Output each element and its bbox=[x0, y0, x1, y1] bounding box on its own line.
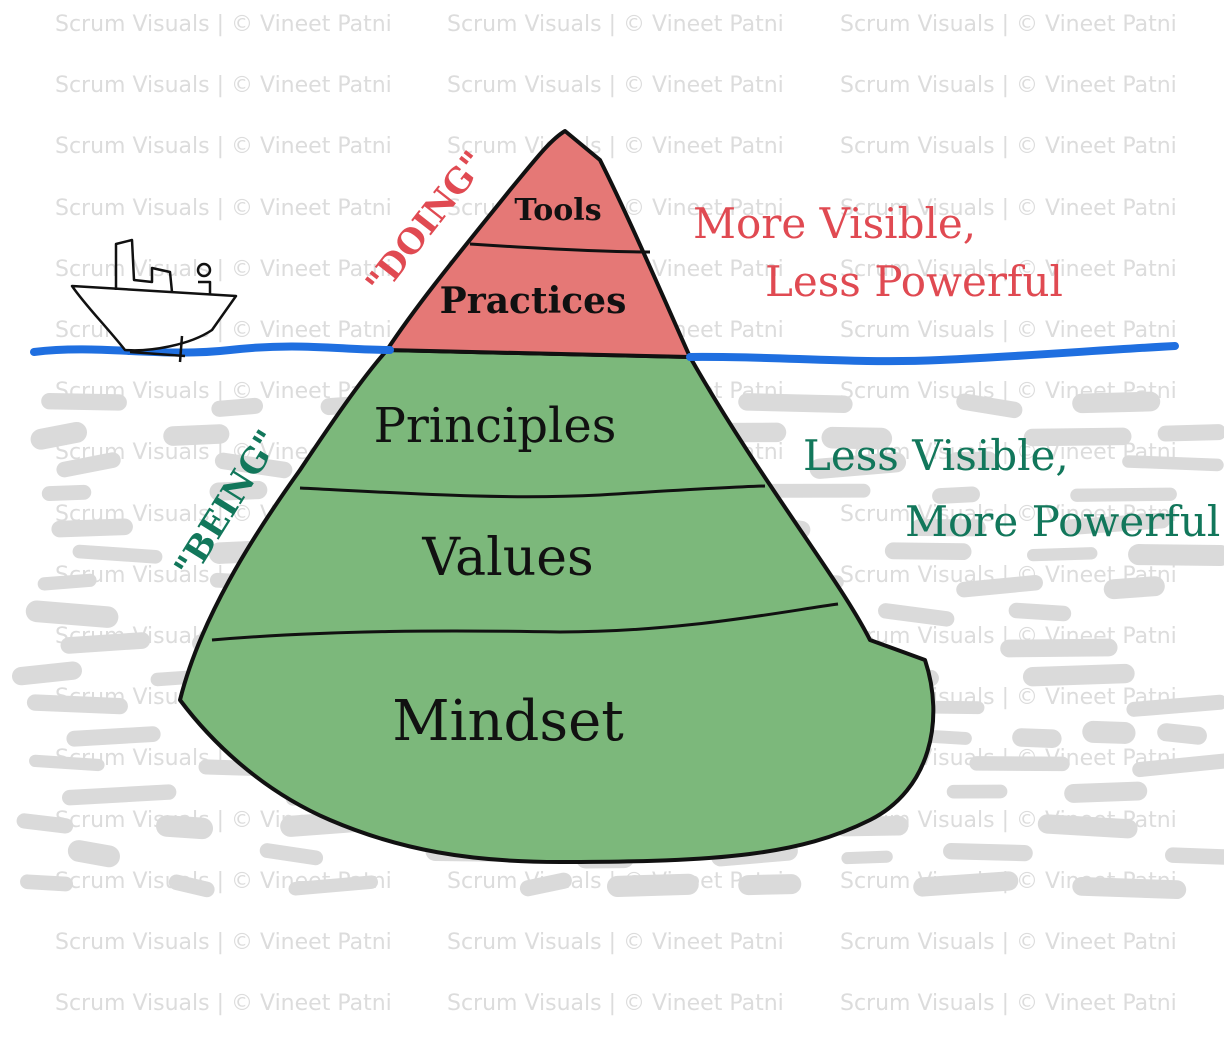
water-dash bbox=[37, 573, 97, 591]
water-dash bbox=[1165, 847, 1224, 865]
more-visible-text: More Visible, bbox=[693, 199, 976, 248]
water-dash bbox=[932, 486, 980, 504]
water-dash bbox=[1082, 720, 1136, 744]
doing-region bbox=[385, 129, 692, 359]
water-dash bbox=[26, 694, 128, 715]
divider-tools-practices bbox=[469, 242, 651, 254]
water-dash bbox=[66, 726, 161, 747]
water-dash bbox=[1027, 547, 1098, 562]
water-dash bbox=[209, 480, 268, 501]
being-region bbox=[178, 348, 936, 864]
water-dash bbox=[606, 873, 699, 898]
waterline-left bbox=[30, 342, 394, 357]
water-dash bbox=[738, 393, 853, 413]
waterline-right bbox=[686, 342, 1179, 366]
water-dash bbox=[72, 544, 163, 564]
water-dash bbox=[956, 393, 1023, 419]
water-dash bbox=[884, 542, 972, 561]
less-powerful-text: Less Powerful bbox=[765, 257, 1063, 306]
water-dash bbox=[56, 452, 121, 478]
water-dash bbox=[1064, 781, 1148, 803]
water-dash bbox=[211, 397, 263, 417]
water-dash bbox=[16, 813, 74, 834]
water-dash bbox=[288, 875, 379, 896]
layer-label-practices: Practices bbox=[440, 280, 627, 322]
water-dash bbox=[41, 392, 127, 411]
water-dash bbox=[821, 426, 893, 450]
water-dash bbox=[51, 518, 133, 538]
water-dash bbox=[913, 871, 1019, 897]
water-dash bbox=[1062, 512, 1171, 536]
water-dash bbox=[1072, 876, 1187, 900]
water-dash bbox=[41, 484, 92, 502]
layer-label-principles: Principles bbox=[374, 398, 617, 454]
water-dash bbox=[1022, 663, 1135, 687]
less-visible-text: Less Visible, bbox=[803, 431, 1069, 480]
water-dash bbox=[25, 600, 119, 628]
boat-icon bbox=[70, 238, 238, 363]
water-dash bbox=[20, 874, 74, 892]
water-dash bbox=[1132, 753, 1224, 778]
water-dash bbox=[1023, 427, 1132, 447]
water-dash bbox=[1008, 602, 1072, 622]
water-dash bbox=[30, 421, 87, 450]
divider-practices-principles bbox=[386, 348, 691, 359]
divider-principles-values bbox=[299, 484, 766, 499]
water-dash bbox=[61, 784, 177, 806]
more-powerful-text: More Powerful bbox=[905, 497, 1220, 546]
water-dash bbox=[1012, 728, 1062, 748]
water-dash bbox=[163, 424, 230, 446]
water-dash bbox=[947, 451, 998, 470]
water-dash bbox=[1157, 424, 1224, 442]
water-dash bbox=[1122, 455, 1224, 472]
water-dash bbox=[1000, 638, 1118, 658]
layer-label-tools: Tools bbox=[514, 193, 601, 228]
water-dash bbox=[943, 843, 1033, 862]
water-dash bbox=[956, 574, 1043, 598]
water-dash bbox=[1126, 694, 1224, 717]
water-dash bbox=[738, 874, 802, 896]
water-dash bbox=[1037, 814, 1138, 839]
layer-label-mindset: Mindset bbox=[392, 689, 624, 754]
water-dash bbox=[1103, 576, 1165, 600]
water-dash bbox=[519, 872, 572, 897]
water-dash bbox=[67, 840, 120, 868]
water-dash bbox=[259, 843, 324, 866]
layer-label-values: Values bbox=[421, 528, 593, 588]
water-dash bbox=[214, 452, 293, 479]
water-dash bbox=[12, 661, 82, 686]
water-dash bbox=[1070, 487, 1177, 502]
water-dash bbox=[1128, 544, 1224, 567]
water-dash bbox=[878, 603, 955, 627]
water-dash bbox=[841, 850, 893, 865]
water-dash bbox=[168, 874, 215, 898]
water-dash bbox=[29, 754, 105, 772]
water-dash bbox=[809, 452, 907, 479]
water-dash bbox=[156, 815, 214, 840]
water-dash bbox=[60, 632, 151, 654]
divider-values-mindset bbox=[211, 602, 839, 642]
water-dash bbox=[1072, 391, 1161, 414]
water-dash bbox=[1157, 723, 1207, 745]
